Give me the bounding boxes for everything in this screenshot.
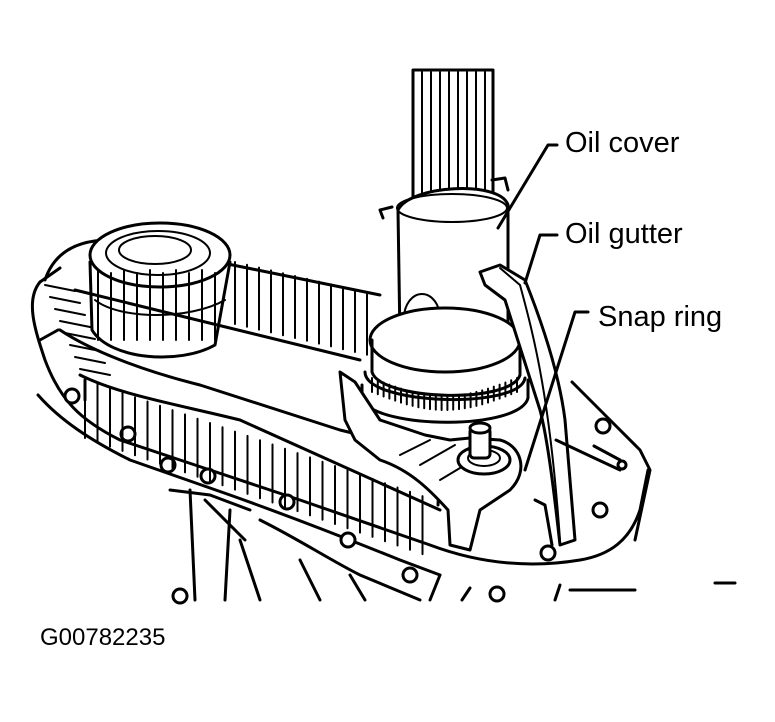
front-sprocket	[88, 221, 232, 359]
drive-chain	[43, 238, 442, 556]
label-oil-cover: Oil cover	[565, 127, 680, 159]
rear-sprocket-assembly	[360, 306, 530, 424]
leader-lines	[496, 143, 590, 472]
shift-fork	[338, 370, 523, 552]
label-oil-gutter: Oil gutter	[565, 218, 683, 250]
figure-code: G00782235	[40, 624, 165, 651]
transfer-case-housing	[30, 266, 737, 605]
snap-ring-leader	[523, 310, 590, 472]
oil-gutter	[478, 263, 577, 547]
snap-ring	[554, 438, 628, 472]
oil-gutter-leader	[523, 233, 559, 285]
oil-cover-leader	[496, 143, 559, 230]
label-snap-ring: Snap ring	[598, 301, 722, 333]
